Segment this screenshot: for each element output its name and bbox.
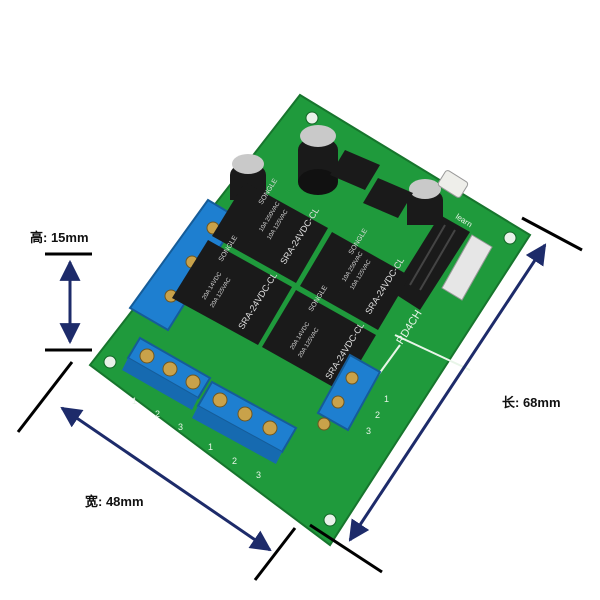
capacitor xyxy=(230,154,266,200)
terminal-number: 3 xyxy=(256,470,261,480)
ic-chip xyxy=(330,150,380,190)
length-dimension xyxy=(309,216,583,574)
terminal-number: 1 xyxy=(384,394,389,404)
capacitor xyxy=(298,125,338,195)
ic-chip xyxy=(363,178,413,218)
terminal-number: 1 xyxy=(132,396,137,406)
terminal-number: 2 xyxy=(375,410,380,420)
terminal-number: 3 xyxy=(178,422,183,432)
capacitor xyxy=(407,179,443,225)
terminal-number: 2 xyxy=(232,456,237,466)
relay: SONGLE 20A 14VDC 20A 125VAC SRA-24VDC-CL xyxy=(172,234,292,345)
width-dimension xyxy=(16,361,297,581)
height-dimension xyxy=(45,252,92,352)
learn-button xyxy=(437,170,469,198)
terminal-number: 3 xyxy=(366,426,371,436)
width-label: 宽: 48mm xyxy=(85,494,144,509)
terminal-block xyxy=(122,336,212,410)
length-label: 长: 68mm xyxy=(502,395,561,410)
terminal-number: 2 xyxy=(155,409,160,419)
terminal-number: 1 xyxy=(208,442,213,452)
height-label: 高: 15mm xyxy=(30,230,89,245)
